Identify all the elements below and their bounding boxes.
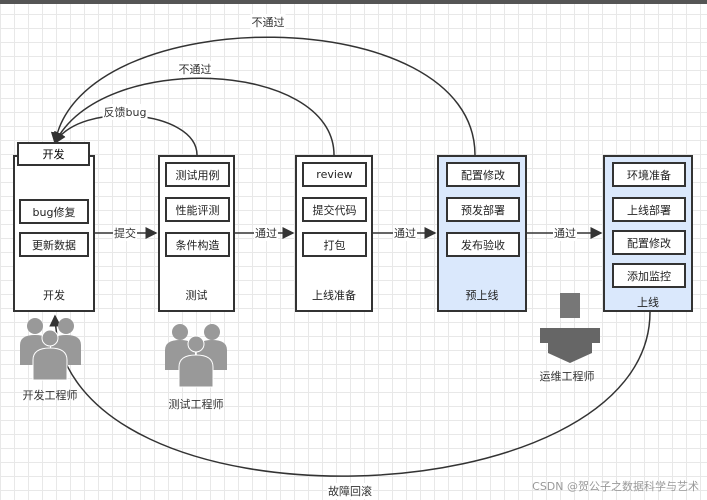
test-engineer-label: 测试工程师: [168, 398, 224, 411]
stage-dev-label: 开发: [43, 289, 65, 302]
edge-label-fail1: 不通过: [177, 61, 213, 77]
edge-fail1: [54, 77, 335, 156]
edge-label-pass2: 通过: [393, 225, 417, 241]
item-bug-fix: bug修复: [19, 199, 89, 224]
item-review: review: [302, 162, 367, 187]
edge-fail2: [50, 36, 476, 156]
edge-label-submit: 提交: [113, 225, 137, 241]
item-online-deploy: 上线部署: [612, 197, 686, 222]
top-bar: [0, 0, 707, 4]
stage-online-label: 上线: [637, 296, 659, 309]
item-package: 打包: [302, 232, 367, 257]
stage-pre-release: 配置修改 预发部署 发布验收 预上线: [437, 155, 527, 312]
ops-engineer-label: 运维工程师: [539, 370, 595, 383]
item-env-prep: 环境准备: [612, 162, 686, 187]
stage-release-prep: review 提交代码 打包 上线准备: [295, 155, 373, 312]
item-test-cases: 测试用例: [165, 162, 230, 187]
edge-rollback: [49, 311, 651, 477]
item-config-change-2: 配置修改: [612, 230, 686, 255]
stage-pre-release-label: 预上线: [465, 289, 499, 302]
item-config-change: 配置修改: [446, 162, 520, 187]
stage-dev: bug修复 更新数据 开发: [13, 155, 95, 312]
stage-release-prep-label: 上线准备: [312, 289, 356, 302]
stage-test: 测试用例 性能评测 条件构造 测试: [158, 155, 235, 312]
edge-label-feedback: 反馈bug: [102, 104, 148, 120]
dev-engineer-label: 开发工程师: [22, 389, 78, 402]
edge-label-pass1: 通过: [254, 225, 278, 241]
edge-label-fail2: 不通过: [250, 14, 286, 30]
item-pre-deploy: 预发部署: [446, 197, 520, 222]
item-commit-code: 提交代码: [302, 197, 367, 222]
stage-online: 环境准备 上线部署 配置修改 添加监控 上线: [603, 155, 693, 312]
edge-label-rollback: 故障回滚: [327, 483, 373, 499]
watermark: CSDN @贺公子之数据科学与艺术: [532, 480, 699, 493]
item-perf-eval: 性能评测: [165, 197, 230, 222]
stage-dev-header: 开发: [17, 142, 90, 166]
item-update-data: 更新数据: [19, 232, 89, 257]
stage-test-label: 测试: [185, 289, 208, 302]
item-add-monitoring: 添加监控: [612, 263, 686, 288]
item-condition-build: 条件构造: [165, 232, 230, 257]
edge-label-pass3: 通过: [553, 225, 577, 241]
item-release-verify: 发布验收: [446, 232, 520, 257]
